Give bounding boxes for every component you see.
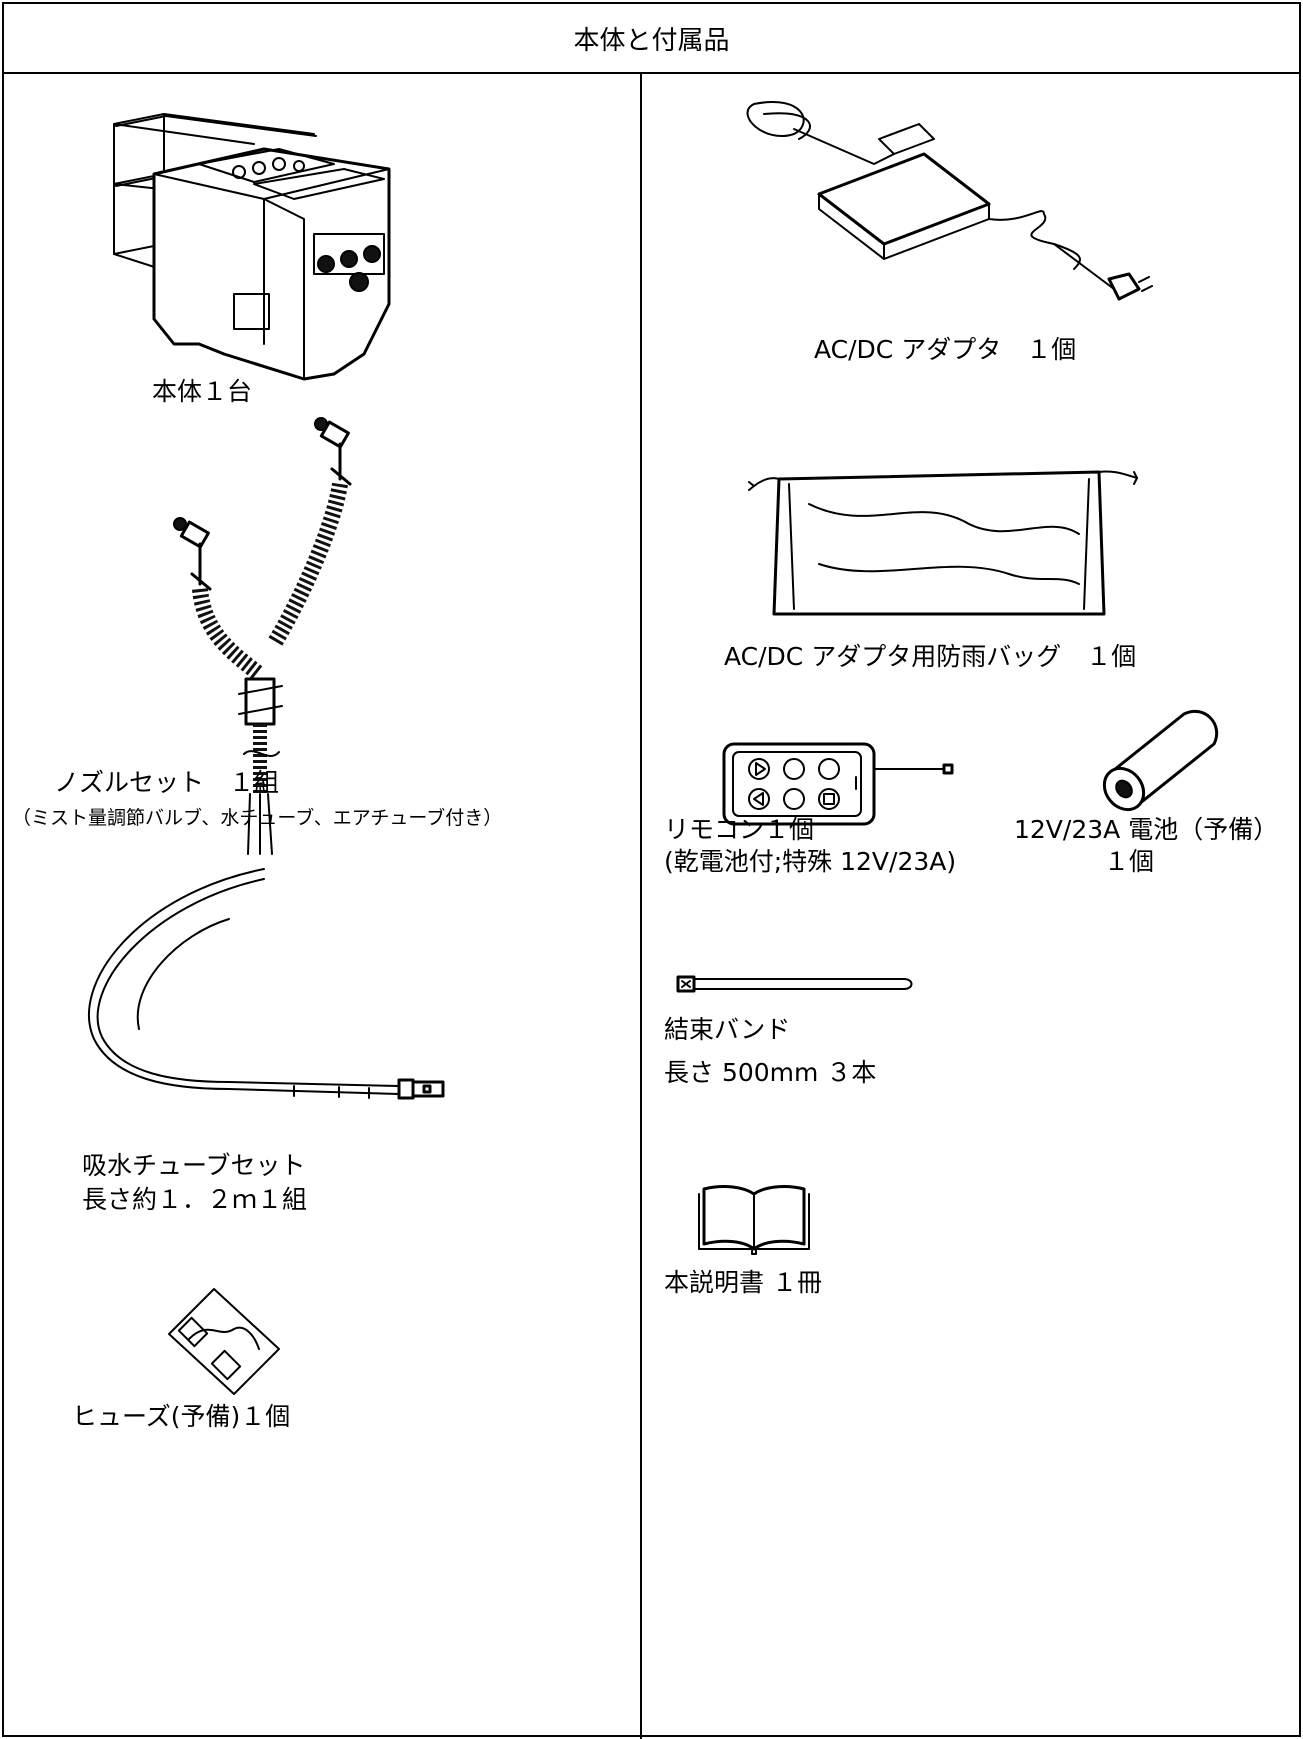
nozzle-set-note: （ミスト量調節バルブ、水チューブ、エアチューブ付き） <box>12 807 503 829</box>
suction-tube-label-2: 長さ約１．２ｍ１組 <box>82 1185 308 1214</box>
table-title: 本体と付属品 <box>573 25 730 56</box>
adapter-illustration <box>746 101 1153 301</box>
remote-illustration <box>722 742 954 826</box>
manual-book-icon <box>698 1185 810 1255</box>
table-header: 本体と付属品 <box>4 4 1299 74</box>
main-unit-illustration <box>113 113 391 381</box>
cable-tie-label-1: 結束バンド <box>664 1015 791 1044</box>
suction-tube-label-1: 吸水チューブセット <box>82 1151 306 1180</box>
remote-label-2: (乾電池付;特殊 12V/23A) <box>664 847 957 876</box>
suction-tube-illustration <box>88 868 445 1100</box>
fuse-illustration <box>168 1288 280 1395</box>
battery-label-1: 12V/23A 電池（予備） <box>1014 815 1279 844</box>
adapter-label: AC/DC アダプタ １個 <box>814 335 1077 364</box>
manual-label: 本説明書 １冊 <box>664 1268 822 1297</box>
fuse-label: ヒューズ(予備)１個 <box>72 1402 291 1431</box>
cable-tie-illustration <box>676 975 913 993</box>
battery-label-2: １個 <box>1104 847 1155 876</box>
nozzle-set-label: ノズルセット １組 <box>54 768 280 797</box>
main-unit-label: 本体１台 <box>152 377 253 406</box>
column-divider <box>640 74 642 1739</box>
rain-bag-label: AC/DC アダプタ用防雨バッグ １個 <box>724 642 1137 671</box>
nozzle-set-illustration <box>173 417 352 855</box>
rain-bag-illustration <box>748 470 1138 616</box>
remote-label-1: リモコン１個 <box>664 815 815 844</box>
battery-illustration <box>1102 709 1219 812</box>
cable-tie-label-2: 長さ 500mm ３本 <box>664 1058 877 1087</box>
